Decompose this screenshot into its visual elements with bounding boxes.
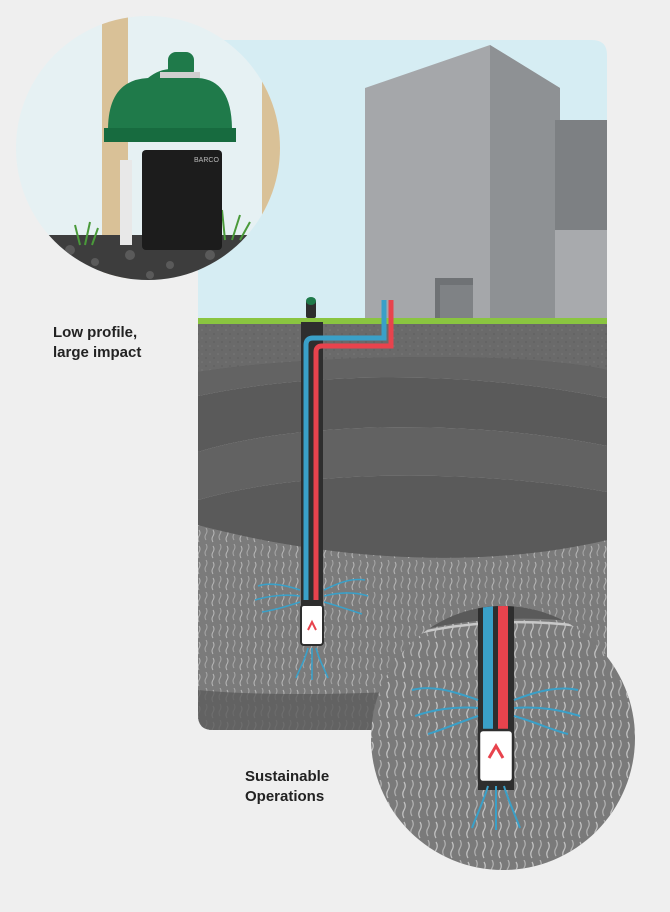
up-arrow-icon <box>307 619 317 631</box>
sustainable-caption: Sustainable Operations <box>245 767 329 807</box>
zoom-up-arrow-icon <box>487 743 505 759</box>
sustainable-line-2: Operations <box>245 788 325 805</box>
well-bore <box>254 297 394 680</box>
low-profile-caption: Low profile, large impact <box>53 323 141 363</box>
zoom-circle <box>371 606 635 870</box>
zoom-pump-icon <box>477 728 515 784</box>
building <box>365 45 607 320</box>
low-profile-line-2: large impact <box>53 344 142 361</box>
wellhead-valve <box>306 297 316 305</box>
sustainable-line-1: Sustainable <box>245 768 330 785</box>
grass-strip <box>198 318 607 324</box>
warm-pipe <box>313 300 394 600</box>
device-brand: BARCO <box>194 157 219 164</box>
pump-icon <box>300 604 324 646</box>
cool-pipe <box>303 300 387 600</box>
low-profile-line-1: Low profile, <box>53 324 138 341</box>
water-flow <box>254 578 369 680</box>
